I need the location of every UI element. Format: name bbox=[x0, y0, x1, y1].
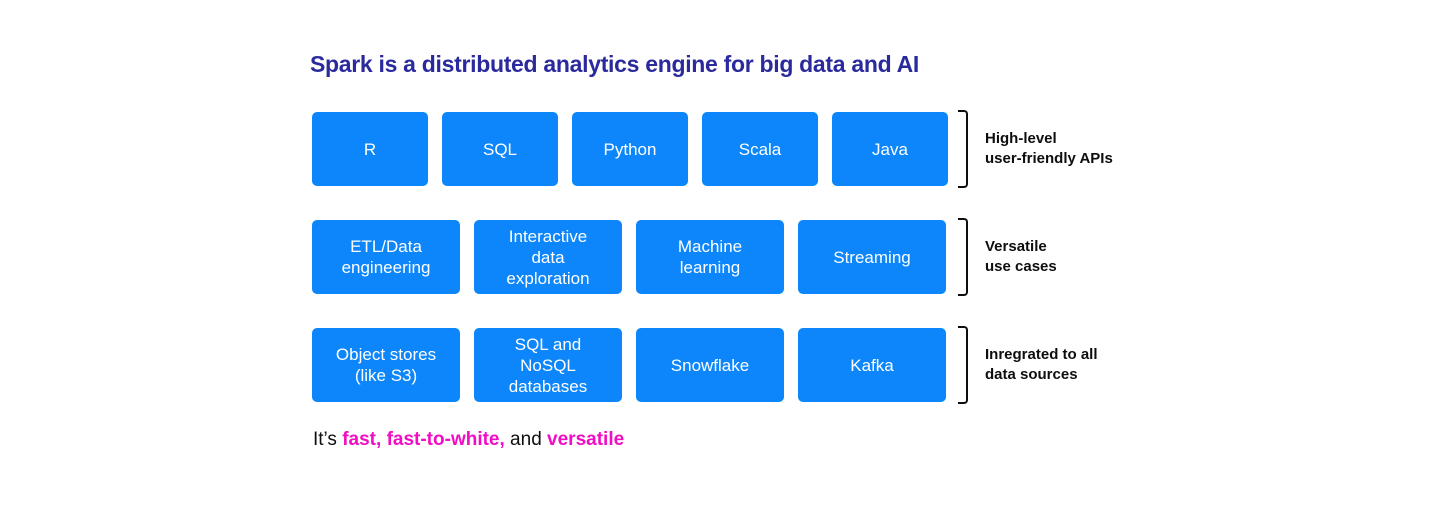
box-machine-learning: Machine learning bbox=[636, 220, 784, 294]
row-data-sources-boxes: Object stores (like S3) SQL and NoSQL da… bbox=[312, 328, 946, 402]
box-label: exploration bbox=[506, 268, 590, 288]
tagline-segment: It’s bbox=[313, 429, 343, 450]
row-data-sources-label: Inregrated to all data sources bbox=[985, 345, 1098, 385]
row-apis-label: High-level user-friendly APIs bbox=[985, 129, 1113, 169]
tagline-segment-accent: versatile bbox=[547, 429, 625, 450]
box-label: Java bbox=[872, 139, 908, 159]
row-apis: R SQL Python Scala Java High-level user-… bbox=[312, 110, 1113, 188]
box-sql-nosql-databases: SQL and NoSQL databases bbox=[474, 328, 622, 402]
row-data-sources: Object stores (like S3) SQL and NoSQL da… bbox=[312, 326, 1098, 404]
box-label: Python bbox=[603, 139, 657, 159]
box-label: SQL and bbox=[514, 334, 582, 354]
box-label: Interactive bbox=[508, 226, 588, 246]
row-use-cases: ETL/Data engineering Interactive data ex… bbox=[312, 218, 1057, 296]
row-apis-boxes: R SQL Python Scala Java bbox=[312, 112, 948, 186]
box-label: Kafka bbox=[850, 355, 894, 375]
box-label: R bbox=[363, 139, 377, 159]
row-label-line: use cases bbox=[985, 258, 1057, 275]
box-label: Scala bbox=[738, 139, 782, 159]
bracket-apis bbox=[958, 110, 968, 188]
box-java: Java bbox=[832, 112, 948, 186]
box-label: SQL bbox=[482, 139, 518, 159]
page-title: Spark is a distributed analytics engine … bbox=[310, 51, 919, 77]
row-label-line: Versatile bbox=[985, 238, 1047, 255]
box-label: databases bbox=[508, 376, 588, 396]
row-use-cases-label: Versatile use cases bbox=[985, 237, 1057, 277]
box-label: Object stores bbox=[335, 345, 437, 364]
row-use-cases-boxes: ETL/Data engineering Interactive data ex… bbox=[312, 220, 946, 294]
box-python: Python bbox=[572, 112, 688, 186]
tagline: It’s fast, fast-to-white, and versatile bbox=[313, 429, 624, 451]
box-scala: Scala bbox=[702, 112, 818, 186]
box-label: NoSQL bbox=[520, 355, 576, 375]
box-label: data bbox=[531, 247, 565, 267]
tagline-segment: and bbox=[504, 429, 548, 450]
row-label-line: data sources bbox=[985, 366, 1078, 383]
box-object-stores: Object stores (like S3) bbox=[312, 328, 460, 402]
box-streaming: Streaming bbox=[798, 220, 946, 294]
bracket-use-cases bbox=[958, 218, 968, 296]
box-label: (like S3) bbox=[354, 366, 418, 385]
box-label: learning bbox=[679, 258, 741, 277]
row-label-line: Inregrated to all bbox=[985, 346, 1098, 363]
tagline-segment-accent: fast, fast-to-white, bbox=[342, 429, 505, 450]
box-label: Machine bbox=[677, 237, 743, 256]
row-label-line: user-friendly APIs bbox=[985, 150, 1113, 167]
box-label: Streaming bbox=[833, 247, 911, 267]
box-etl-data-engineering: ETL/Data engineering bbox=[312, 220, 460, 294]
box-label: ETL/Data bbox=[350, 237, 422, 256]
bracket-data-sources bbox=[958, 326, 968, 404]
box-interactive-data-exploration: Interactive data exploration bbox=[474, 220, 622, 294]
row-label-line: High-level bbox=[985, 130, 1057, 147]
box-sql: SQL bbox=[442, 112, 558, 186]
box-r: R bbox=[312, 112, 428, 186]
box-label: engineering bbox=[341, 258, 431, 277]
box-kafka: Kafka bbox=[798, 328, 946, 402]
box-snowflake: Snowflake bbox=[636, 328, 784, 402]
box-label: Snowflake bbox=[670, 355, 750, 375]
